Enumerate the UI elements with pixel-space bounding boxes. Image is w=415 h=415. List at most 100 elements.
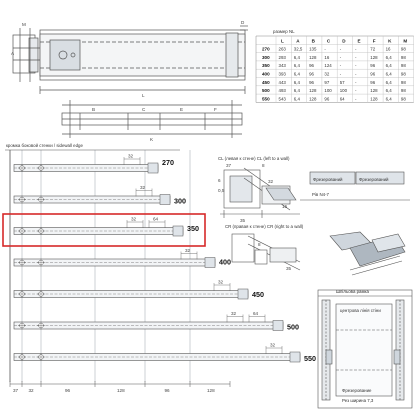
table-cell: - — [355, 88, 357, 93]
table-column-header: A — [296, 38, 300, 43]
table-row-size: 450 — [262, 80, 270, 85]
bottom-dim-label: 96 — [65, 388, 71, 393]
table-cell: 128 — [309, 96, 317, 101]
table-cell: 96 — [370, 63, 375, 68]
rails-drawing: 3227032300643235032400324506432500325503… — [5, 149, 316, 393]
table-cell: - — [340, 47, 342, 52]
table-cell: 135 — [309, 47, 317, 52]
segment-dim-label: 32 — [140, 185, 146, 190]
table-cell: 6,4 — [294, 55, 301, 60]
table-cell: 6,4 — [294, 96, 301, 101]
dim-label: 8 — [258, 242, 261, 247]
cl-dim-labels: 35 37 8 6 0,5 32 16 Фрезерований Фрезеро… — [218, 163, 389, 223]
table-cell: 96 — [309, 80, 314, 85]
rail-end-stop — [147, 162, 159, 174]
cl-tag: Фрезерований — [359, 177, 389, 182]
table-cell: 96 — [324, 96, 329, 101]
rail-end-stop — [172, 225, 184, 237]
table-cell: 98 — [401, 96, 406, 101]
dim-label: 8 — [262, 163, 265, 168]
dim-label: D — [241, 20, 245, 25]
table-cell: 98 — [401, 55, 406, 60]
bottom-dim-label: 37 — [13, 388, 19, 393]
table-cell: 128 — [370, 96, 378, 101]
cr-dim-labels: 35 8 — [258, 242, 292, 271]
table-row-size: 300 — [262, 55, 270, 60]
table-cell: 16 — [324, 55, 329, 60]
table-cell: 72 — [370, 47, 375, 52]
cr-mounting-drawing — [231, 231, 406, 276]
rail-length-label: 350 — [187, 224, 199, 233]
table-cell: 6,4 — [294, 72, 301, 77]
plan-note: Рез ширина 7,3 — [342, 398, 374, 403]
segment-dim-label: 32 — [231, 311, 237, 316]
table-cell: 6,4 — [386, 63, 393, 68]
table-cell: 96 — [309, 63, 314, 68]
top-elevation-drawing — [12, 25, 248, 138]
dim-label: K — [150, 137, 154, 142]
table-row-size: 400 — [262, 72, 270, 77]
dim-label: C — [142, 107, 146, 112]
table-column-header: D — [342, 38, 346, 43]
table-cell: 96 — [370, 72, 375, 77]
segment-dim-label: 32 — [218, 280, 224, 285]
dim-label: F — [214, 107, 217, 112]
table-cell: 6,4 — [386, 80, 393, 85]
cl-tag: Фрезерований — [313, 177, 343, 182]
table-cell: 100 — [324, 88, 332, 93]
dim-label: 0,5 — [218, 188, 225, 193]
table-cell: 493 — [279, 88, 287, 93]
dim-label: B — [92, 107, 95, 112]
rail-length-label: 500 — [287, 323, 299, 332]
table-cell: - — [340, 55, 342, 60]
table-cell: - — [355, 80, 357, 85]
cl-label: CL (левая к стене) CL (left to a wall) — [218, 156, 290, 161]
table-column-header: C — [327, 38, 331, 43]
rail-row: 32 450 — [13, 280, 264, 300]
table-cell: 6,4 — [386, 88, 393, 93]
table-cell: 100 — [340, 88, 348, 93]
table-cell: 96 — [309, 72, 314, 77]
table-cell: 393 — [279, 72, 287, 77]
bottom-dim-label: 128 — [207, 388, 215, 393]
table-cell: 16 — [386, 47, 391, 52]
cr-label: CR (правая к стене) CR (right to a wall) — [225, 224, 304, 229]
table-cell: 124 — [324, 63, 332, 68]
bottom-dim-label: 128 — [117, 388, 125, 393]
table-cell: 64 — [340, 96, 345, 101]
rail-length-label: 400 — [219, 258, 231, 267]
cl-mounting-drawing — [220, 167, 410, 218]
dim-label: 37 — [226, 163, 232, 168]
table-cell: 98 — [401, 63, 406, 68]
table-cell: 98 — [401, 80, 406, 85]
table-column-header: L — [281, 38, 284, 43]
table-cell: 6,4 — [386, 72, 393, 77]
rail-body — [13, 321, 284, 330]
rail-length-label: 550 — [304, 354, 316, 363]
dim-label: 32 — [268, 179, 274, 184]
table-cell: 543 — [279, 96, 287, 101]
highlight-350-frame — [2, 213, 206, 247]
cl-tag: Рів N4-7 — [312, 192, 330, 197]
rail-row: 32 550 — [13, 343, 316, 363]
rail-length-label: 450 — [252, 290, 264, 299]
segment-dim-label: 32 — [270, 343, 276, 348]
table-cell: - — [340, 63, 342, 68]
table-cell: 6,4 — [294, 80, 301, 85]
table-cell: 98 — [401, 72, 406, 77]
dim-label: L — [142, 93, 145, 98]
table-cell: - — [324, 47, 326, 52]
rail-end-stop — [237, 288, 249, 300]
table-cell: 263 — [279, 47, 287, 52]
table-cell: 128 — [370, 88, 378, 93]
rail-length-label: 270 — [162, 158, 174, 167]
table-cell: - — [355, 72, 357, 77]
sidewall-edge-label: кромка боковой стенки / sidewall edge — [6, 143, 83, 148]
plan-note: центрова лінія стіни — [340, 308, 381, 313]
table-cell: - — [355, 96, 357, 101]
